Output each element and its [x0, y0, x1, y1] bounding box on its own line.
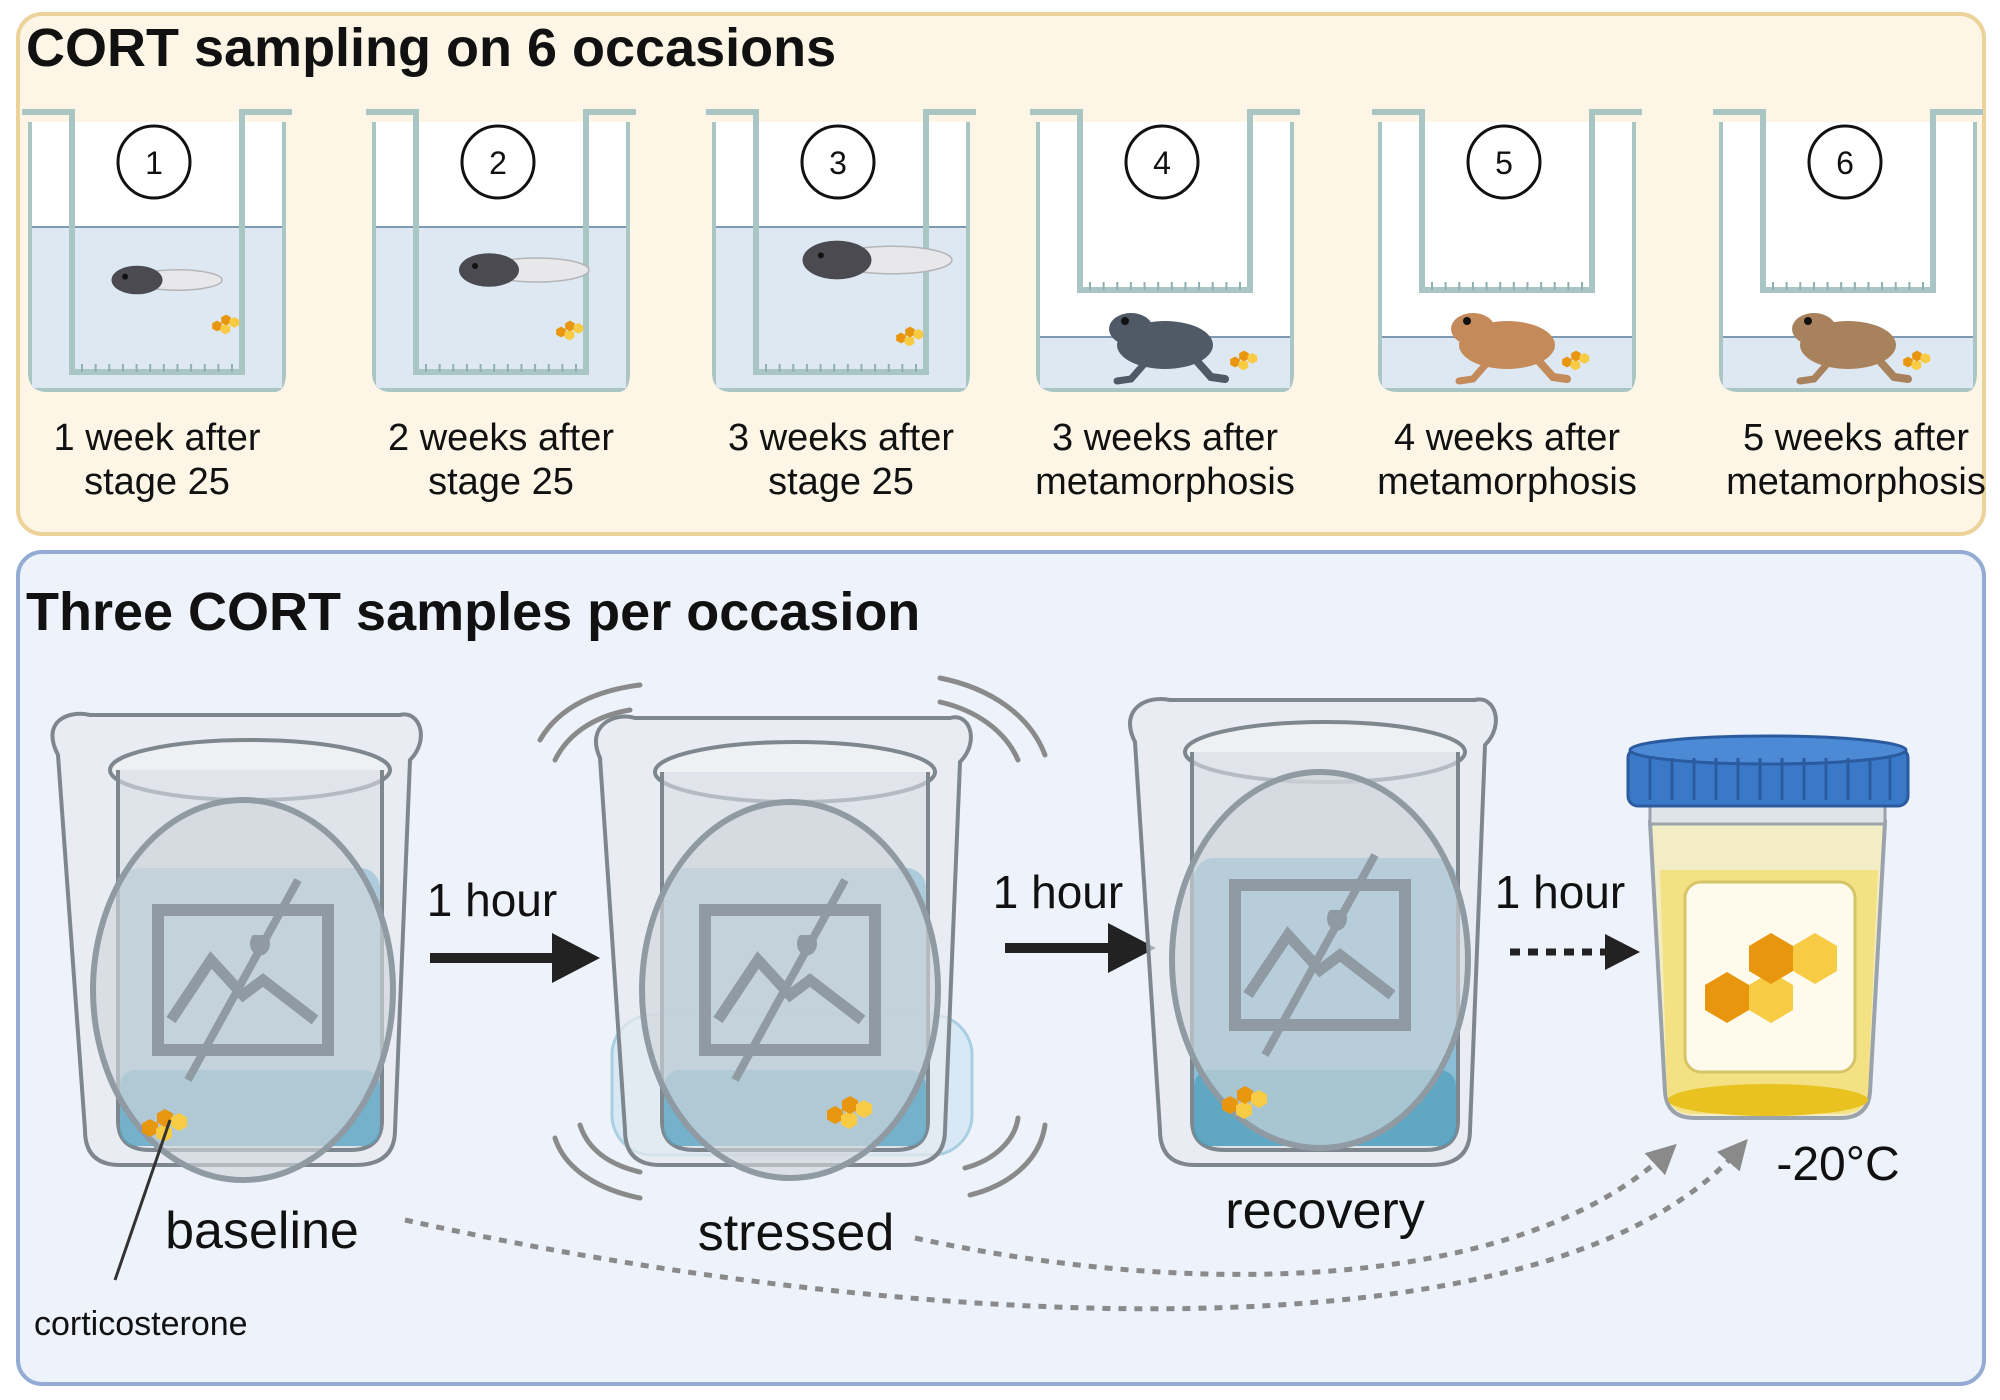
occasion-number: 3 — [829, 145, 847, 181]
occasion-label-line1: 3 weeks after — [1052, 417, 1278, 459]
storage-temperature-label: -20°C — [1776, 1138, 1899, 1191]
storage-jar — [1626, 734, 1910, 1120]
step-label-baseline: baseline — [165, 1202, 359, 1260]
arrow-2-head — [1108, 923, 1156, 973]
top-panel — [16, 12, 1986, 536]
occasion-number-circle — [116, 124, 192, 200]
occasion-label-line1: 1 week after — [54, 417, 261, 459]
molecule-leader-line — [113, 1119, 172, 1281]
occasion-number-circle — [1807, 124, 1883, 200]
occasion-label-line2: metamorphosis — [1035, 461, 1295, 503]
jar-molecule — [1705, 933, 1837, 1023]
occasion-number-circle — [800, 124, 876, 200]
occasion-number: 5 — [1495, 145, 1513, 181]
occasion-number-circle — [1124, 124, 1200, 200]
baseline-to-storage-curve — [404, 1138, 1748, 1312]
arrow-3-head — [1605, 934, 1640, 970]
top-panel-title: CORT sampling on 6 occasions — [26, 18, 836, 78]
occasion-label-line1: 4 weeks after — [1394, 417, 1620, 459]
occasion-label-line2: stage 25 — [428, 461, 574, 503]
arrow-2-label: 1 hour — [993, 866, 1123, 918]
stressed-to-storage-curve — [914, 1143, 1677, 1277]
occasion-label-line1: 5 weeks after — [1743, 417, 1969, 459]
occasion-label-line2: stage 25 — [768, 461, 914, 503]
beaker-baseline — [50, 711, 423, 1183]
beaker-recovery — [1128, 697, 1498, 1167]
occasion-number-circle — [460, 124, 536, 200]
occasion-label-line1: 2 weeks after — [388, 417, 614, 459]
occasion-label-line2: metamorphosis — [1726, 461, 1986, 503]
occasion-number: 6 — [1836, 145, 1854, 181]
occasion-label-line1: 3 weeks after — [728, 417, 954, 459]
arrow-1-head — [552, 933, 600, 983]
beaker-stressed — [593, 714, 974, 1181]
step-label-stressed: stressed — [698, 1204, 895, 1262]
occasion-number: 2 — [489, 145, 507, 181]
occasion-label-line2: metamorphosis — [1377, 461, 1637, 503]
occasion-number: 4 — [1153, 145, 1171, 181]
shake-lines — [537, 675, 1048, 1201]
arrow-1-label: 1 hour — [427, 874, 557, 926]
occasion-number-circle — [1466, 124, 1542, 200]
step-label-recovery: recovery — [1225, 1182, 1424, 1240]
occasion-number: 1 — [145, 145, 163, 181]
occasion-label-line2: stage 25 — [84, 461, 230, 503]
arrow-3-label: 1 hour — [1495, 866, 1625, 918]
bottom-panel-title: Three CORT samples per occasion — [26, 582, 920, 642]
molecule-label: corticosterone — [34, 1305, 248, 1343]
bottom-panel — [16, 550, 1986, 1386]
